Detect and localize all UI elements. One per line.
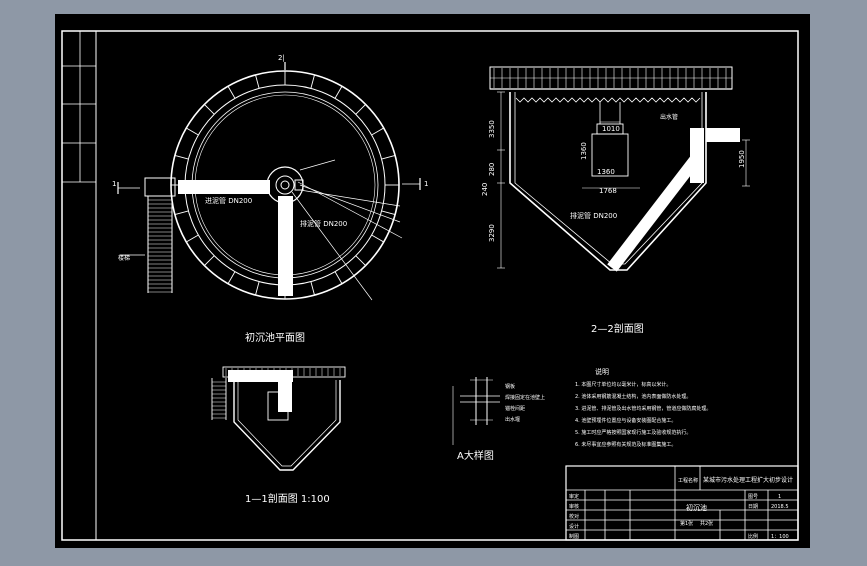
detail-note-3: 锚栓间距 bbox=[505, 405, 525, 412]
dim-left-4: 3290 bbox=[488, 224, 496, 242]
tb-drawing-name: 初沉池 bbox=[686, 503, 707, 512]
dim-right: 1950 bbox=[738, 150, 746, 168]
detail-note-2: 焊接固定在池壁上 bbox=[505, 394, 545, 401]
dim-left-3: 240 bbox=[481, 183, 489, 196]
tb-project-name: 某城市污水处理工程扩大初步设计 bbox=[703, 476, 793, 484]
tb-date: 2018.5 bbox=[771, 504, 789, 510]
notes-line-6: 6. 未尽事宜应参照有关规范及标准图集施工。 bbox=[575, 441, 676, 448]
plan-section-mark-left: 1 bbox=[112, 180, 116, 188]
tb-row-4: 设计 bbox=[569, 523, 579, 530]
tb-row-2: 审核 bbox=[569, 503, 579, 510]
plan-section-mark-top: 2| bbox=[278, 54, 285, 62]
dim-center-4: 1768 bbox=[599, 187, 617, 195]
plan-stair-label: 楼梯 bbox=[118, 254, 130, 262]
dim-left-1: 3350 bbox=[488, 120, 496, 138]
tb-row-5: 制图 bbox=[569, 533, 579, 540]
notes-line-4: 4. 池壁预埋件位置应与设备安装图配合施工。 bbox=[575, 417, 676, 424]
notes-line-2: 2. 池体采用钢筋混凝土结构，池内表面做防水处理。 bbox=[575, 393, 691, 400]
tb-scale-label: 比例 bbox=[748, 533, 758, 540]
tb-project-label: 工程名称 bbox=[678, 477, 698, 484]
notes-line-3: 3. 进泥管、排泥管及出水管均采用钢管，管道应做防腐处理。 bbox=[575, 405, 711, 412]
tb-date-label: 日期 bbox=[748, 504, 758, 510]
tb-no-label: 图号 bbox=[748, 494, 758, 500]
plan-title: 初沉池平面图 bbox=[245, 331, 305, 344]
dim-center-2: 1360 bbox=[580, 142, 588, 160]
section-2-2-view bbox=[489, 66, 750, 272]
tb-row-1: 审定 bbox=[569, 493, 579, 500]
section-2-2-pipe-label: 排泥管 DN200 bbox=[570, 211, 617, 220]
section-1-1-view bbox=[211, 366, 346, 471]
tb-no: 1 bbox=[778, 494, 781, 500]
tb-scale: 1：100 bbox=[771, 534, 789, 540]
section-1-1-title: 1—1剖面图 1:100 bbox=[245, 492, 330, 505]
plan-pipe-label-1: 进泥管 DN200 bbox=[205, 196, 252, 205]
dim-center-1: 1010 bbox=[602, 125, 620, 133]
detail-note-1: 钢板 bbox=[505, 383, 515, 390]
detail-note-4: 出水堰 bbox=[505, 416, 520, 423]
drawing-sheet bbox=[55, 14, 810, 548]
notes-line-1: 1. 本图尺寸单位均以毫米计，标高以米计。 bbox=[575, 381, 671, 388]
notes-line-5: 5. 施工时应严格按照国家现行施工及验收规范执行。 bbox=[575, 429, 691, 436]
tb-total: 共2张 bbox=[700, 520, 713, 527]
detail-a-view bbox=[452, 377, 500, 445]
tb-row-3: 校对 bbox=[569, 513, 579, 520]
plan-pipe-label-2: 排泥管 DN200 bbox=[300, 219, 347, 228]
dim-left-2: 280 bbox=[488, 163, 496, 176]
detail-a-title: A大样图 bbox=[457, 449, 494, 462]
plan-view bbox=[117, 62, 421, 301]
dim-center-3: 1360 bbox=[597, 168, 615, 176]
plan-section-mark-right: 1 bbox=[424, 180, 428, 188]
sheet-border bbox=[61, 30, 799, 541]
notes-heading: 说明 bbox=[595, 367, 609, 376]
section-2-2-title: 2—2剖面图 bbox=[591, 322, 644, 335]
title-block bbox=[565, 465, 799, 541]
tb-sheet: 第1张 bbox=[680, 520, 693, 527]
section-2-2-right-label: 出水管 bbox=[660, 113, 678, 121]
